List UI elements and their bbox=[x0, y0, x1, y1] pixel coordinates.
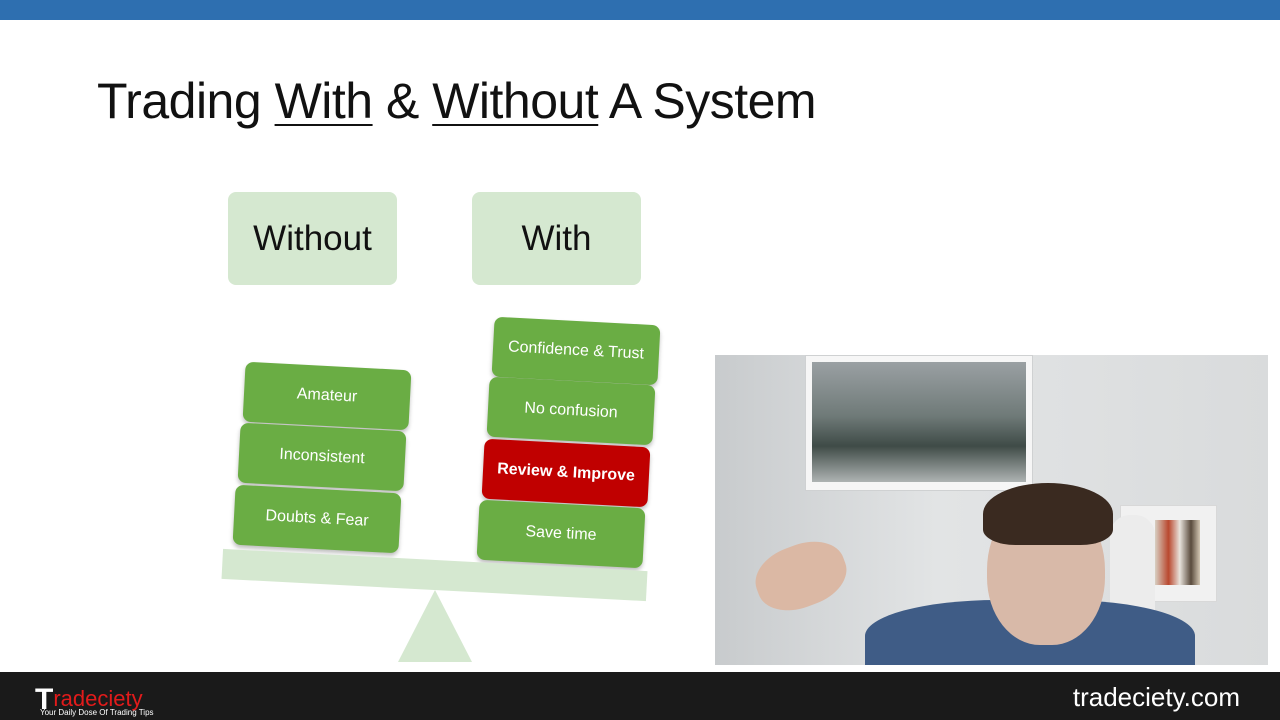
tradeciety-logo: Tradeciety bbox=[35, 680, 143, 716]
without-item-inconsistent: Inconsistent bbox=[237, 422, 407, 492]
with-item-no-confusion: No confusion bbox=[486, 376, 656, 446]
title-without: Without bbox=[432, 73, 599, 129]
top-accent-bar bbox=[0, 0, 1280, 20]
title-text-1: Trading bbox=[97, 73, 275, 129]
with-item-save-time: Save time bbox=[476, 499, 646, 569]
logo-letter: T bbox=[35, 683, 54, 716]
title-text-2: A System bbox=[598, 73, 817, 129]
video-wall-frame bbox=[805, 355, 1033, 491]
logo-tagline: Your Daily Dose Of Trading Tips bbox=[40, 708, 154, 717]
scale-fulcrum bbox=[398, 590, 472, 662]
without-header: Without bbox=[228, 192, 397, 285]
with-item-confidence-trust: Confidence & Trust bbox=[491, 316, 661, 386]
webcam-video bbox=[715, 355, 1268, 665]
title-with: With bbox=[274, 73, 374, 129]
logo-wordmark: radeciety bbox=[53, 686, 143, 711]
with-item-review-improve: Review & Improve bbox=[481, 438, 651, 508]
footer-bar bbox=[0, 672, 1280, 720]
title-amp: & bbox=[372, 73, 433, 129]
without-item-doubts-fear: Doubts & Fear bbox=[232, 484, 402, 554]
video-books bbox=[1155, 520, 1200, 585]
with-header: With bbox=[472, 192, 641, 285]
without-item-amateur: Amateur bbox=[242, 361, 412, 431]
website-url: tradeciety.com bbox=[1072, 682, 1240, 712]
forest-painting bbox=[812, 362, 1026, 482]
presenter-hair bbox=[983, 483, 1113, 545]
slide-title: Trading With & Without A System bbox=[97, 72, 817, 130]
